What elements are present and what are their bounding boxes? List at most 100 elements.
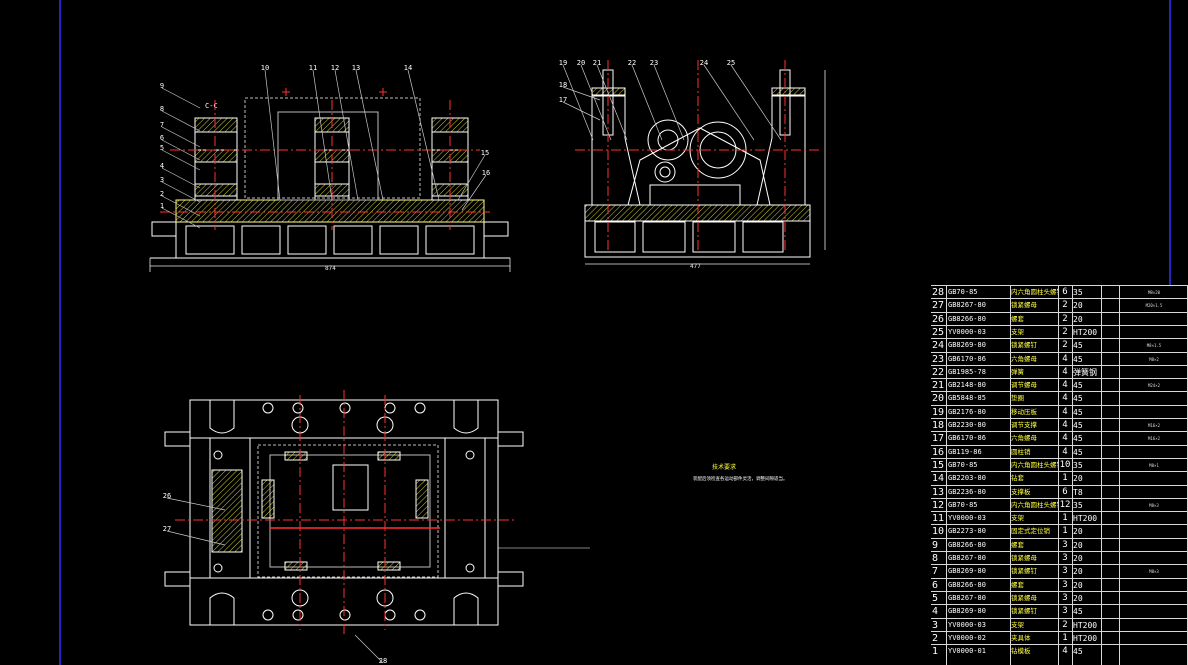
bom-material: 20 [1073,527,1083,537]
bom-note [1121,366,1187,379]
bom-standard-code: GB70-85 [948,500,978,509]
leader-line [653,64,685,141]
bom-standard-code: GB2230-80 [948,421,986,429]
bom-item-number: 2 [932,632,939,644]
bom-note [1121,592,1187,605]
bom-standard-code: GB8266-80 [948,580,986,589]
bom-note: M24×2 [1147,383,1161,389]
leader-line [161,126,201,148]
bom-quantity: 3 [1062,579,1068,590]
bom-material: 45 [1073,407,1083,417]
side-overall-dimension: 477 [690,263,701,270]
balloon-24: 24 [700,59,708,67]
bom-item-number: 25 [932,326,945,338]
bom-item-number: 7 [932,566,939,578]
bom-note [1121,605,1187,618]
leader-line [161,207,201,229]
front-section-view: C-C [149,88,511,272]
balloon-12: 12 [331,64,339,72]
bom-standard-code: GB2176-80 [948,407,986,416]
bom-part-name: 锁紧螺钉 [1011,567,1037,576]
bom-part-name: 支撑板 [1011,487,1031,496]
bom-standard-code: GB8267-80 [948,301,986,310]
bom-note [1121,313,1187,326]
bom-material: 20 [1073,314,1083,324]
tech-requirements-body: 装配后须检查各运动部件灵活，调整间隙适当。 [693,477,788,482]
balloon-19: 19 [559,59,567,67]
bom-note [1121,392,1187,405]
bom-item-number: 3 [932,619,939,631]
bom-item-number: 23 [932,353,945,365]
bom-material: 45 [1073,394,1083,404]
bom-quantity: 12 [1059,499,1071,510]
bom-column-divider [1072,285,1073,665]
leader-line [166,530,226,546]
bom-quantity: 4 [1062,353,1068,364]
bom-material: 20 [1073,301,1083,311]
leader-line [161,110,201,132]
bom-material: 弹簧钢 [1073,367,1097,377]
balloon-22: 22 [628,59,636,67]
bom-material: 35 [1073,460,1083,470]
bom-note [1121,472,1187,485]
bom-note [1121,326,1187,339]
bom-quantity: 2 [1062,300,1068,311]
balloon-9: 9 [160,82,164,90]
bom-part-name: 支架 [1011,620,1024,629]
balloon-20: 20 [577,59,585,67]
bom-standard-code: GB8269-80 [948,607,986,616]
bom-item-number: 12 [932,499,945,511]
leader-line [161,149,201,171]
bom-part-name: 圆柱销 [1011,447,1031,456]
bom-quantity: 1 [1062,526,1068,537]
bom-quantity: 4 [1062,433,1068,444]
bom-note [1121,539,1187,552]
bom-part-name: 移动压板 [1011,407,1037,416]
leader-line [596,64,628,141]
leader-line [161,139,201,161]
bom-quantity: 4 [1062,393,1068,404]
bom-item-number: 28 [932,287,945,298]
bom-material: 45 [1073,647,1083,657]
bom-note [1121,406,1187,419]
bom-item-number: 15 [932,459,945,471]
bom-part-name: 螺套 [1011,540,1024,549]
bom-standard-code: GB119-86 [948,447,982,456]
bom-quantity: 4 [1062,646,1068,657]
bom-material: 20 [1073,540,1083,550]
balloon-7: 7 [160,121,164,129]
bom-note [1121,645,1187,658]
bom-material: 45 [1073,341,1083,351]
balloon-18: 18 [559,81,567,89]
leader-line [354,634,384,664]
bom-note [1121,552,1187,565]
bom-note [1121,525,1187,538]
bom-item-number: 21 [932,380,945,392]
bom-item-number: 19 [932,406,945,418]
bom-item-number: 5 [932,592,939,604]
bom-quantity: 2 [1062,326,1068,337]
balloon-23: 23 [650,59,658,67]
front-overall-dimension: 874 [325,265,336,272]
bom-quantity: 4 [1062,420,1068,430]
bom-material: 45 [1073,354,1083,364]
bom-quantity: 1 [1062,473,1068,484]
bom-column-divider [1119,285,1120,665]
bom-material: 45 [1073,421,1083,430]
bom-quantity: 3 [1062,566,1068,577]
bom-note: M8×1.5 [1146,343,1162,349]
